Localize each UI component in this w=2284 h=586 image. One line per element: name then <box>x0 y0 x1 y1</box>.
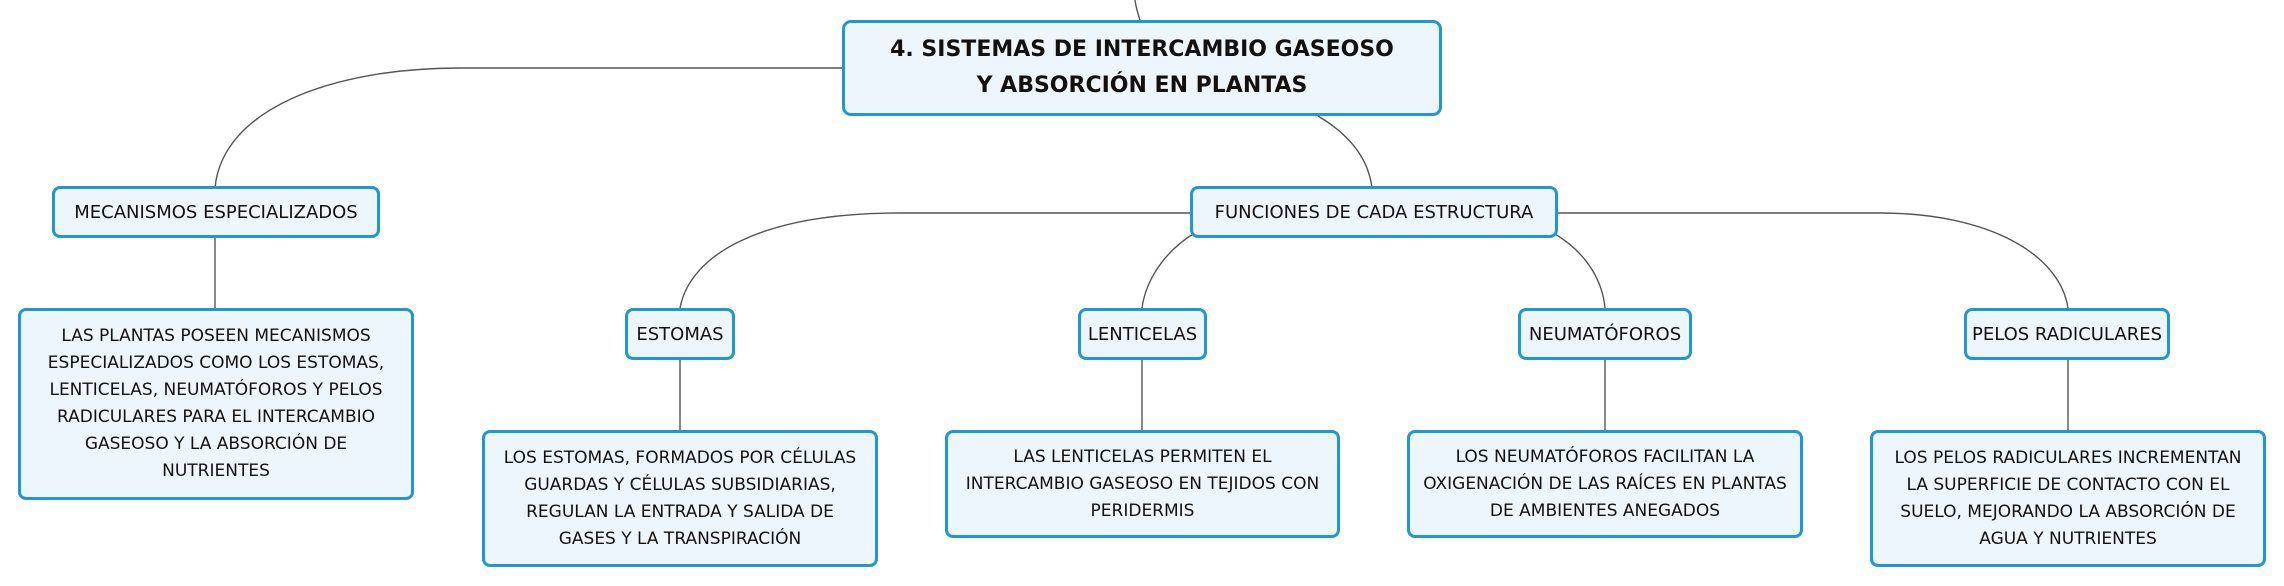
root-topic-label: 4. SISTEMAS DE INTERCAMBIO GASEOSO Y ABS… <box>890 37 1394 98</box>
subtopic-neumatoforos-description-text: LOS NEUMATÓFOROS FACILITAN LA OXIGENACIÓ… <box>1423 446 1787 521</box>
connector-funciones-estomas <box>679 212 1190 309</box>
subtopic-neumatoforos[interactable]: NEUMATÓFOROS <box>1518 308 1692 360</box>
subtopic-estomas-description[interactable]: LOS ESTOMAS, FORMADOS POR CÉLULAS GUARDA… <box>482 430 878 567</box>
topic-funciones-de-cada-estructura[interactable]: FUNCIONES DE CADA ESTRUCTURA <box>1190 186 1558 238</box>
connector-root-top <box>1134 0 1141 21</box>
subtopic-neumatoforos-label: NEUMATÓFOROS <box>1528 323 1682 345</box>
connector-root-funciones <box>1317 115 1373 189</box>
topic-funciones-label: FUNCIONES DE CADA ESTRUCTURA <box>1214 201 1534 223</box>
subtopic-estomas-description-text: LOS ESTOMAS, FORMADOS POR CÉLULAS GUARDA… <box>503 447 857 549</box>
subtopic-pelos-radiculares-description-text: LOS PELOS RADICULARES INCREMENTAN LA SUP… <box>1894 447 2242 549</box>
connector-funciones-pelos <box>1557 212 2069 309</box>
subtopic-pelos-radiculares-description[interactable]: LOS PELOS RADICULARES INCREMENTAN LA SUP… <box>1870 430 2266 567</box>
subtopic-mecanismos-description[interactable]: LAS PLANTAS POSEEN MECANISMOS ESPECIALIZ… <box>18 308 414 500</box>
subtopic-lenticelas-description[interactable]: LAS LENTICELAS PERMITEN EL INTERCAMBIO G… <box>945 430 1340 538</box>
subtopic-lenticelas[interactable]: LENTICELAS <box>1078 308 1207 360</box>
subtopic-pelos-radiculares-label: PELOS RADICULARES <box>1972 323 2162 345</box>
topic-mecanismos-especializados[interactable]: MECANISMOS ESPECIALIZADOS <box>52 186 380 238</box>
subtopic-estomas-label: ESTOMAS <box>636 323 724 345</box>
subtopic-neumatoforos-description[interactable]: LOS NEUMATÓFOROS FACILITAN LA OXIGENACIÓ… <box>1407 430 1803 538</box>
subtopic-estomas[interactable]: ESTOMAS <box>625 308 735 360</box>
connector-funciones-neumatoforos <box>1554 233 1606 309</box>
topic-mecanismos-label: MECANISMOS ESPECIALIZADOS <box>74 201 358 223</box>
subtopic-lenticelas-label: LENTICELAS <box>1087 323 1198 345</box>
subtopic-lenticelas-description-text: LAS LENTICELAS PERMITEN EL INTERCAMBIO G… <box>965 446 1320 521</box>
connector-funciones-lenticelas <box>1141 233 1194 309</box>
subtopic-pelos-radiculares[interactable]: PELOS RADICULARES <box>1964 308 2170 360</box>
connector-root-mecanismos <box>214 67 842 189</box>
root-topic[interactable]: 4. SISTEMAS DE INTERCAMBIO GASEOSO Y ABS… <box>842 20 1442 116</box>
subtopic-mecanismos-description-text: LAS PLANTAS POSEEN MECANISMOS ESPECIALIZ… <box>47 326 385 481</box>
